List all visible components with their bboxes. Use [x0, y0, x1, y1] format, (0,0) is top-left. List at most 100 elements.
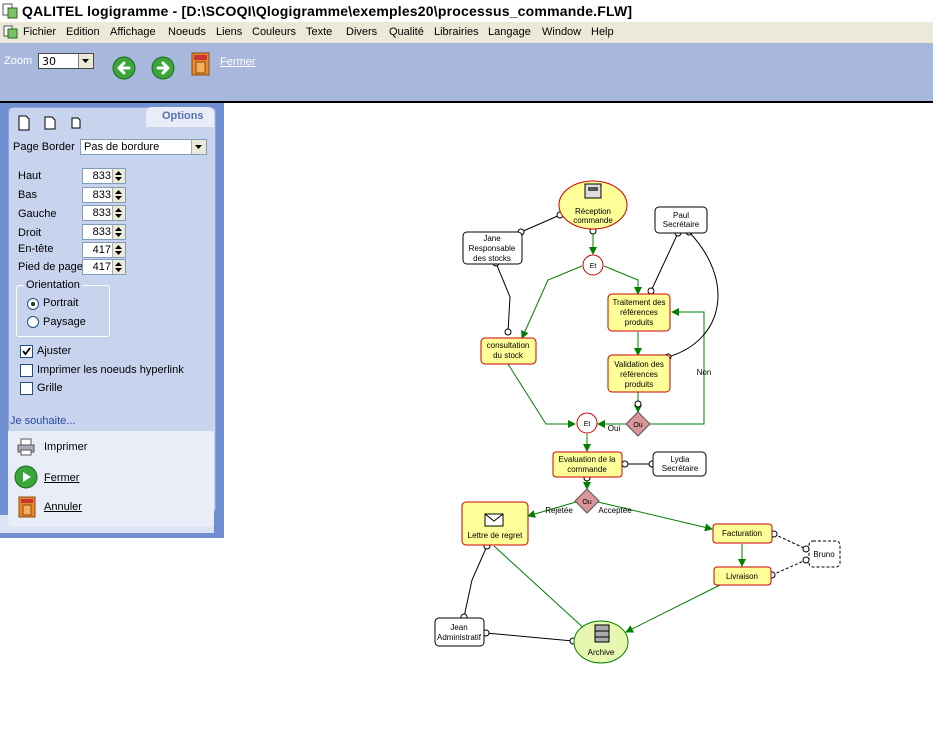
- traitement-line1: Traitement des: [612, 298, 665, 307]
- exit-door-icon[interactable]: [17, 495, 37, 519]
- portrait-radio[interactable]: [27, 298, 39, 310]
- chevron-down-icon[interactable]: [191, 140, 206, 154]
- paysage-label: Paysage: [43, 316, 86, 328]
- margin-label-entete: En-tête: [18, 243, 54, 255]
- ou-gate-1-label: Ou: [633, 422, 642, 429]
- imprimer-action[interactable]: Imprimer: [44, 441, 88, 453]
- back-arrow-icon[interactable]: [112, 56, 136, 80]
- page-small-icon[interactable]: [68, 115, 84, 131]
- jean-node[interactable]: [434, 617, 485, 647]
- page-layout-icon[interactable]: [16, 115, 32, 131]
- ajuster-label: Ajuster: [37, 345, 72, 357]
- archive-label: Archive: [588, 648, 615, 657]
- consultation-node[interactable]: [480, 337, 537, 365]
- zoom-select[interactable]: 30: [38, 53, 94, 69]
- menu-fichier[interactable]: Fichier: [23, 26, 57, 38]
- menu-qualite[interactable]: Qualité: [389, 26, 424, 38]
- paul-line1: Paul: [673, 211, 689, 220]
- spin-arrows-icon[interactable]: [112, 260, 125, 274]
- zoom-label: Zoom: [4, 55, 33, 67]
- jean-line2: Administratif: [437, 633, 482, 642]
- menu-texte[interactable]: Texte: [306, 26, 333, 38]
- options-tab-label: Options: [162, 110, 204, 122]
- archive-cabinet-icon: [594, 624, 610, 643]
- evaluation-line1: Evaluation de la: [559, 455, 616, 464]
- menu-noeuds[interactable]: Noeuds: [168, 26, 206, 38]
- traitement-node[interactable]: [607, 293, 671, 332]
- spin-arrows-icon[interactable]: [112, 225, 125, 239]
- archive-node[interactable]: [573, 620, 629, 664]
- non-label: Non: [697, 368, 712, 377]
- lydia-line1: Lydia: [671, 455, 690, 464]
- reception-node[interactable]: [558, 180, 628, 230]
- envelope-icon: [484, 513, 504, 527]
- jane-line2: Responsable: [469, 244, 516, 253]
- margin-label-droit: Droit: [18, 227, 42, 239]
- printer-icon[interactable]: [16, 437, 36, 457]
- play-icon[interactable]: [14, 465, 38, 489]
- forward-arrow-icon[interactable]: [151, 56, 175, 80]
- document-icon[interactable]: [3, 24, 19, 40]
- et-gate-1-label: Et: [590, 263, 597, 270]
- menu-liens[interactable]: Liens: [216, 26, 243, 38]
- hyperlink-label: Imprimer les noeuds hyperlink: [37, 364, 184, 376]
- fermer-action[interactable]: Fermer: [44, 472, 80, 484]
- evaluation-node[interactable]: [552, 451, 623, 478]
- spin-arrows-icon[interactable]: [112, 243, 125, 257]
- window-title: QALITEL logigramme - [D:\SCOQI\Qlogigram…: [22, 3, 633, 19]
- menu-edition[interactable]: Edition: [66, 26, 100, 38]
- spin-arrows-icon[interactable]: [112, 188, 125, 202]
- menu-langage[interactable]: Langage: [488, 26, 531, 38]
- livraison-label: Livraison: [726, 572, 758, 581]
- jane-line3: des stocks: [473, 254, 511, 263]
- lydia-node[interactable]: [652, 451, 707, 477]
- menu-affichage[interactable]: Affichage: [110, 26, 156, 38]
- bruno-node[interactable]: [808, 540, 841, 568]
- facturation-node[interactable]: [712, 523, 773, 544]
- portrait-label: Portrait: [43, 297, 79, 309]
- hyperlink-checkbox[interactable]: [20, 364, 33, 377]
- ou-gate-1[interactable]: [625, 411, 651, 437]
- page-icon[interactable]: [42, 115, 58, 131]
- app-icon[interactable]: [2, 3, 18, 19]
- spin-arrows-icon[interactable]: [112, 169, 125, 183]
- validation-node[interactable]: [607, 354, 671, 393]
- margin-pied-stepper[interactable]: 417: [82, 259, 126, 275]
- lettre-node[interactable]: [461, 501, 529, 546]
- et-gate-2-label: Et: [584, 421, 591, 428]
- margin-gauche-stepper[interactable]: 833: [82, 205, 126, 221]
- page-border-value: Pas de bordure: [84, 141, 160, 153]
- menu-help[interactable]: Help: [591, 26, 614, 38]
- spin-arrows-icon[interactable]: [112, 206, 125, 220]
- margin-droit-value: 833: [92, 226, 111, 238]
- grille-checkbox[interactable]: [20, 382, 33, 395]
- annuler-action[interactable]: Annuler: [44, 501, 82, 513]
- et-gate-1[interactable]: [582, 254, 604, 276]
- paysage-radio[interactable]: [27, 316, 39, 328]
- ajuster-checkbox[interactable]: [20, 345, 33, 358]
- chevron-down-icon[interactable]: [78, 54, 93, 68]
- paul-line2: Secrétaire: [663, 220, 700, 229]
- validation-line3: produits: [625, 380, 653, 389]
- menu-couleurs[interactable]: Couleurs: [252, 26, 297, 38]
- jane-node[interactable]: [462, 231, 523, 265]
- exit-door-icon[interactable]: [190, 51, 212, 77]
- menu-librairies[interactable]: Librairies: [434, 26, 479, 38]
- menu-divers[interactable]: Divers: [346, 26, 378, 38]
- ou-gate-2[interactable]: [574, 488, 600, 514]
- menu-window[interactable]: Window: [542, 26, 582, 38]
- options-tab[interactable]: Options: [146, 107, 214, 127]
- margin-gauche-value: 833: [92, 207, 111, 219]
- margin-haut-stepper[interactable]: 833: [82, 168, 126, 184]
- et-gate-2[interactable]: [576, 412, 598, 434]
- livraison-node[interactable]: [713, 566, 772, 586]
- margin-pied-value: 417: [92, 261, 111, 273]
- page-border-select[interactable]: Pas de bordure: [80, 139, 207, 155]
- margin-label-bas: Bas: [18, 189, 37, 201]
- paul-node[interactable]: [654, 206, 708, 234]
- reception-line2: commande: [573, 216, 613, 225]
- margin-entete-stepper[interactable]: 417: [82, 242, 126, 258]
- close-link[interactable]: Fermer: [220, 56, 256, 68]
- margin-droit-stepper[interactable]: 833: [82, 224, 126, 240]
- margin-bas-stepper[interactable]: 833: [82, 187, 126, 203]
